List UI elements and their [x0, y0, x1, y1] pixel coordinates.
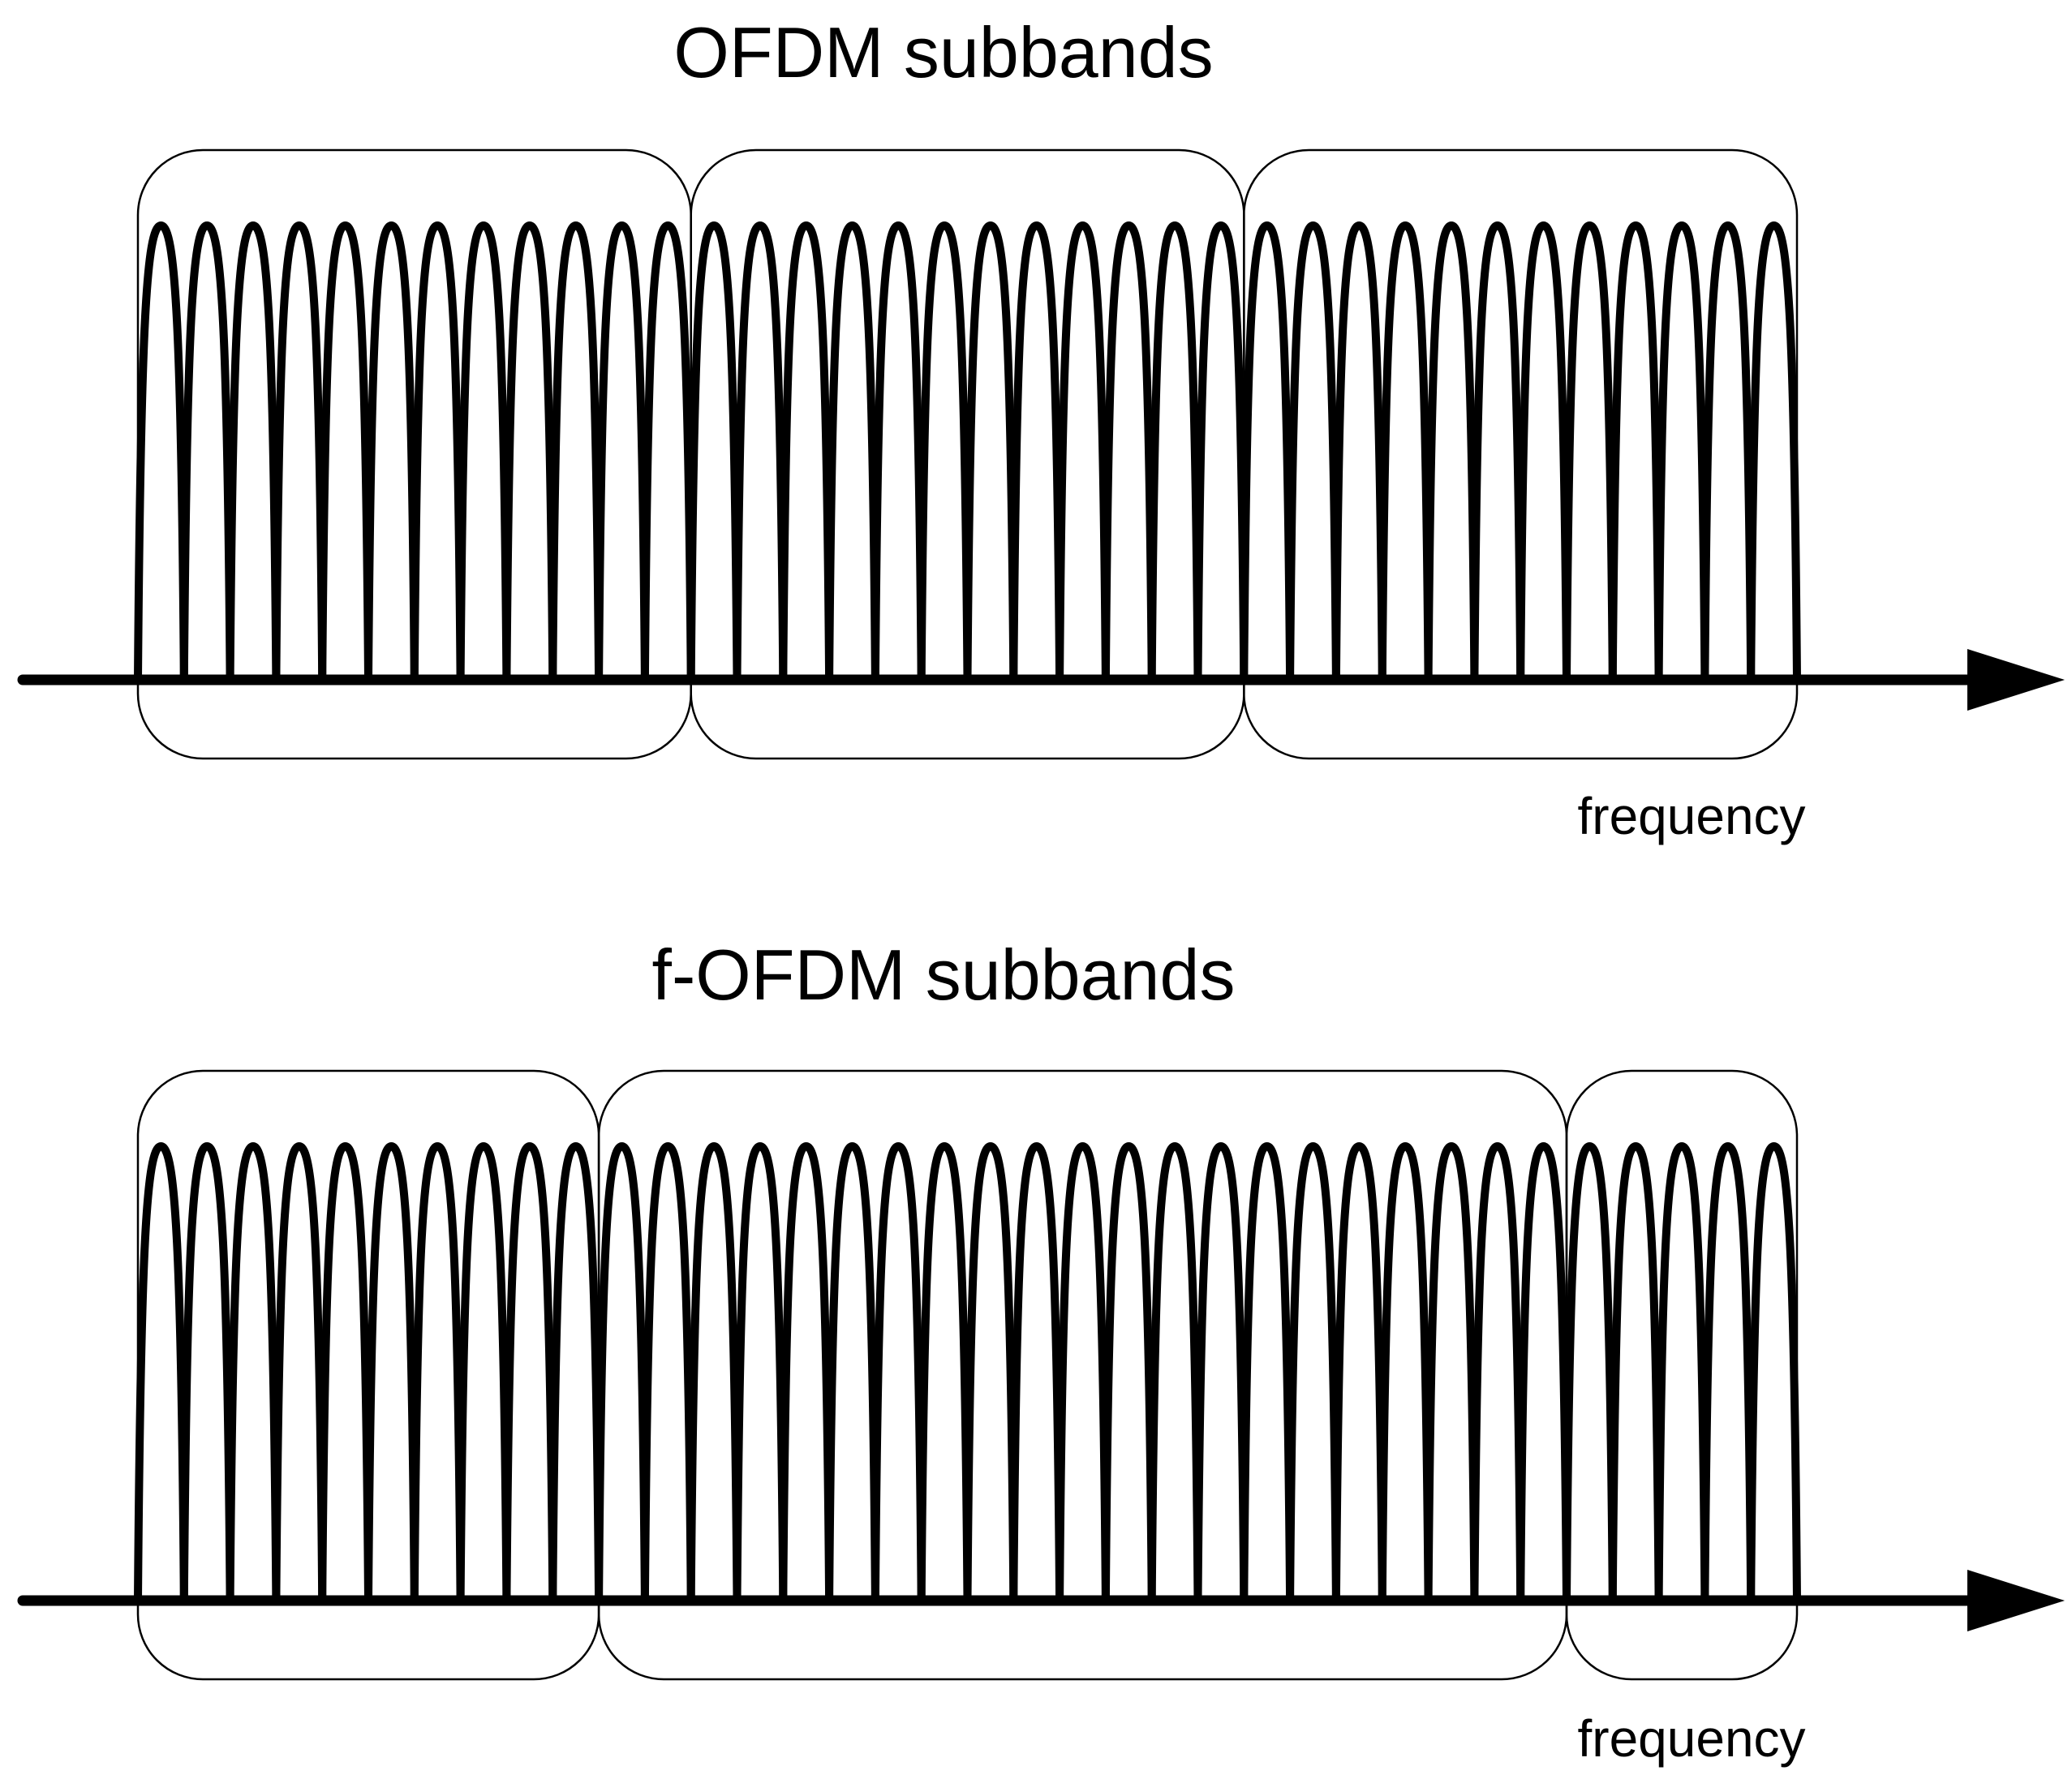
- ofdm-subcarrier-24: [1193, 221, 1249, 681]
- f-ofdm-subcarrier-9: [502, 1142, 557, 1601]
- f-ofdm-subcarrier-20: [1009, 1142, 1064, 1601]
- ofdm-subcarriers: [134, 221, 1801, 681]
- f-ofdm-subcarrier-19: [963, 1142, 1018, 1601]
- f-ofdm-subcarrier-13: [686, 1142, 742, 1601]
- ofdm-subcarrier-11: [595, 221, 649, 681]
- f-ofdm-subcarrier-16: [825, 1142, 879, 1601]
- f-ofdm-subcarrier-2: [179, 1142, 234, 1601]
- ofdm-subcarrier-20: [1009, 221, 1064, 681]
- f-ofdm-subcarrier-11: [595, 1142, 649, 1601]
- f-ofdm-subcarrier-30: [1470, 1142, 1525, 1601]
- f-ofdm-subcarrier-31: [1516, 1142, 1571, 1601]
- f-ofdm-subcarrier-12: [640, 1142, 695, 1601]
- ofdm-subcarrier-4: [272, 221, 327, 681]
- ofdm-axis-arrowhead: [1967, 649, 2065, 711]
- f-ofdm-axis-arrowhead: [1967, 1570, 2065, 1631]
- ofdm-subcarrier-21: [1055, 221, 1110, 681]
- ofdm-subcarrier-25: [1240, 221, 1295, 681]
- ofdm-subcarrier-31: [1516, 221, 1571, 681]
- f-ofdm-subcarrier-33: [1608, 1142, 1663, 1601]
- f-ofdm-subcarrier-36: [1747, 1142, 1801, 1601]
- f-ofdm-subcarrier-1: [134, 1142, 188, 1601]
- ofdm-frequency-label: frequency: [1577, 787, 1805, 845]
- f-ofdm-subcarrier-4: [272, 1142, 327, 1601]
- ofdm-subcarrier-23: [1147, 221, 1202, 681]
- ofdm-subcarrier-6: [364, 221, 419, 681]
- f-ofdm-subcarrier-3: [226, 1142, 281, 1601]
- f-ofdm-subcarrier-27: [1331, 1142, 1386, 1601]
- f-ofdm-subcarrier-8: [456, 1142, 511, 1601]
- ofdm-subcarrier-13: [686, 221, 742, 681]
- f-ofdm-subcarrier-5: [318, 1142, 372, 1601]
- f-ofdm-subcarriers: [134, 1142, 1801, 1601]
- ofdm-subcarrier-26: [1286, 221, 1340, 681]
- ofdm-subcarrier-32: [1563, 221, 1617, 681]
- ofdm-subcarrier-3: [226, 221, 281, 681]
- f-ofdm-title: f-OFDM subbands: [652, 935, 1236, 1015]
- ofdm-subcarrier-30: [1470, 221, 1525, 681]
- ofdm-subcarrier-28: [1378, 221, 1433, 681]
- f-ofdm-subcarrier-32: [1563, 1142, 1617, 1601]
- f-ofdm-subcarrier-21: [1055, 1142, 1110, 1601]
- f-ofdm-subcarrier-23: [1147, 1142, 1202, 1601]
- f-ofdm-subcarrier-34: [1654, 1142, 1709, 1601]
- f-ofdm-subcarrier-10: [548, 1142, 604, 1601]
- f-ofdm-panel: f-OFDM subbands frequency: [17, 935, 2065, 1768]
- f-ofdm-subcarrier-29: [1424, 1142, 1479, 1601]
- ofdm-subcarrier-2: [179, 221, 234, 681]
- ofdm-subcarrier-29: [1424, 221, 1479, 681]
- ofdm-subcarrier-18: [917, 221, 972, 681]
- f-ofdm-subcarrier-17: [870, 1142, 926, 1601]
- ofdm-subcarrier-7: [410, 221, 465, 681]
- f-ofdm-frequency-label: frequency: [1577, 1709, 1805, 1768]
- ofdm-subcarrier-16: [825, 221, 879, 681]
- ofdm-subcarrier-34: [1654, 221, 1709, 681]
- f-ofdm-subcarrier-26: [1286, 1142, 1340, 1601]
- ofdm-subcarrier-10: [548, 221, 604, 681]
- ofdm-subcarrier-8: [456, 221, 511, 681]
- ofdm-subcarrier-15: [779, 221, 834, 681]
- f-ofdm-subcarrier-24: [1193, 1142, 1249, 1601]
- f-ofdm-subcarrier-6: [364, 1142, 419, 1601]
- ofdm-subcarrier-27: [1331, 221, 1386, 681]
- ofdm-subcarrier-14: [733, 221, 788, 681]
- ofdm-subcarrier-9: [502, 221, 557, 681]
- f-ofdm-subcarrier-15: [779, 1142, 834, 1601]
- ofdm-subcarrier-22: [1101, 221, 1156, 681]
- f-ofdm-subcarrier-35: [1700, 1142, 1756, 1601]
- ofdm-subcarrier-12: [640, 221, 695, 681]
- ofdm-subcarrier-33: [1608, 221, 1663, 681]
- ofdm-subcarrier-5: [318, 221, 372, 681]
- ofdm-subcarrier-19: [963, 221, 1018, 681]
- ofdm-panel: OFDM subbands frequency: [17, 12, 2065, 845]
- f-ofdm-subcarrier-7: [410, 1142, 465, 1601]
- f-ofdm-subcarrier-14: [733, 1142, 788, 1601]
- ofdm-subcarrier-36: [1747, 221, 1801, 681]
- ofdm-title: OFDM subbands: [673, 12, 1213, 92]
- f-ofdm-subcarrier-28: [1378, 1142, 1433, 1601]
- ofdm-subcarrier-35: [1700, 221, 1756, 681]
- f-ofdm-subcarrier-25: [1240, 1142, 1295, 1601]
- ofdm-subcarrier-1: [134, 221, 188, 681]
- f-ofdm-subcarrier-18: [917, 1142, 972, 1601]
- ofdm-subcarrier-17: [870, 221, 926, 681]
- f-ofdm-subcarrier-22: [1101, 1142, 1156, 1601]
